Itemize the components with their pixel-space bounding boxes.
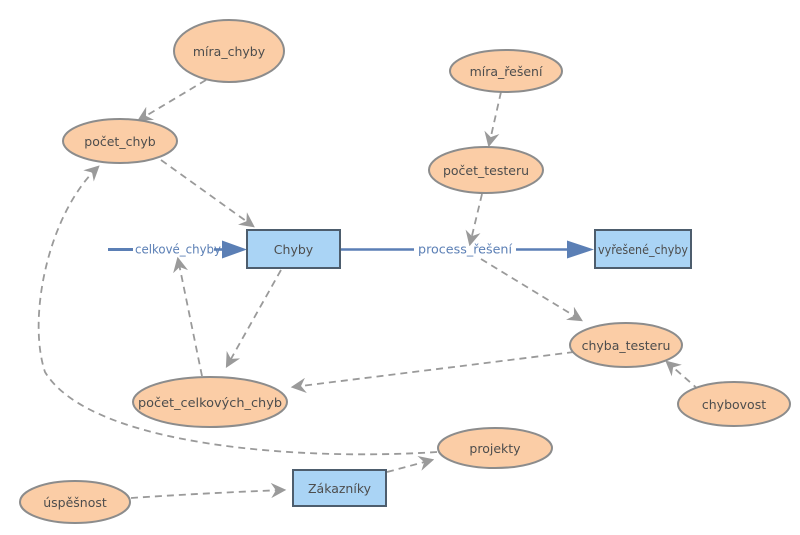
zakazniky-label: Zákazníky — [308, 481, 372, 496]
projekty-ellipse — [437, 427, 553, 469]
mira-chyby-label: míra_chyby — [193, 44, 266, 59]
edge-mira-chyby-to-pocet-chyb — [137, 79, 207, 122]
pocet-testeru-ellipse — [428, 146, 544, 194]
node-zakazniky-stock[interactable]: Zákazníky — [292, 469, 387, 507]
mira-reseni-label: míra_řešení — [470, 64, 543, 79]
pocet-celkovych-chyb-ellipse — [132, 376, 288, 428]
edge-process-reseni-to-chyba-testeru — [480, 258, 583, 322]
chyba-testeru-label: chyba_testeru — [582, 338, 671, 353]
node-chybovost[interactable]: chybovost — [677, 381, 791, 427]
node-pocet-testeru[interactable]: počet_testeru — [428, 146, 544, 194]
uspesnost-label: úspěšnost — [43, 495, 107, 510]
flow-label-celkove-chyby[interactable]: celkové_chyby — [135, 242, 222, 257]
chybovost-ellipse — [677, 381, 791, 427]
edge-pocet-chyb-to-chyby — [160, 159, 255, 228]
pocet-chyb-ellipse — [62, 118, 178, 164]
uspesnost-ellipse — [19, 480, 131, 524]
node-chyby-stock[interactable]: Chyby — [246, 229, 341, 269]
projekty-label: projekty — [469, 441, 521, 456]
node-mira-chyby[interactable]: míra_chyby — [173, 19, 285, 83]
mira-chyby-ellipse — [173, 19, 285, 83]
vyresene-chyby-rect — [594, 229, 692, 269]
chyby-label: Chyby — [274, 242, 314, 257]
flow-layer — [108, 240, 594, 259]
edge-mira-reseni-to-pocet-testeru — [484, 91, 502, 148]
chyba-testeru-ellipse — [569, 322, 683, 368]
flow-inflow-arrowhead-icon — [222, 240, 247, 259]
edge-pocet-celkovych-chyb-to-celkove-chyby — [173, 256, 203, 377]
node-pocet-chyb[interactable]: počet_chyb — [62, 118, 178, 164]
node-vyresene-chyby-stock[interactable]: vyřešené_chyby — [594, 229, 692, 269]
pocet-celkovych-chyb-label: počet_celkových_chyb — [138, 395, 282, 410]
node-pocet-celkovych-chyb[interactable]: počet_celkových_chyb — [132, 376, 288, 428]
node-projekty[interactable]: projekty — [437, 427, 553, 469]
node-chyba-testeru[interactable]: chyba_testeru — [569, 322, 683, 368]
edge-uspesnost-to-zakazniky — [130, 482, 287, 499]
pocet-testeru-label: počet_testeru — [443, 163, 529, 178]
chyby-rect — [246, 229, 341, 269]
edge-chyba-testeru-to-pocet-celkovych-chyb — [290, 351, 575, 393]
edge-pocet-testeru-to-process-reseni — [465, 193, 483, 247]
flow-label-process-reseni[interactable]: process_řešení — [418, 242, 513, 257]
connector-layer — [37, 79, 700, 499]
node-mira-reseni[interactable]: míra_řešení — [449, 49, 563, 93]
node-uspesnost[interactable]: úspěšnost — [19, 480, 131, 524]
mira-reseni-ellipse — [449, 49, 563, 93]
zakazniky-rect — [292, 469, 387, 507]
edge-zakazniky-to-projekty — [386, 455, 435, 473]
edge-chyby-to-pocet-celkovych-chyb — [225, 269, 282, 369]
edge-projekty-to-pocet-chyb — [37, 165, 438, 456]
pocet-chyb-label: počet_chyb — [84, 134, 155, 149]
edge-chybovost-to-chyba-testeru — [665, 360, 700, 391]
flow-outflow-arrowhead-icon — [567, 240, 594, 259]
vyresene-chyby-label: vyřešené_chyby — [598, 242, 689, 257]
chybovost-label: chybovost — [702, 397, 766, 412]
